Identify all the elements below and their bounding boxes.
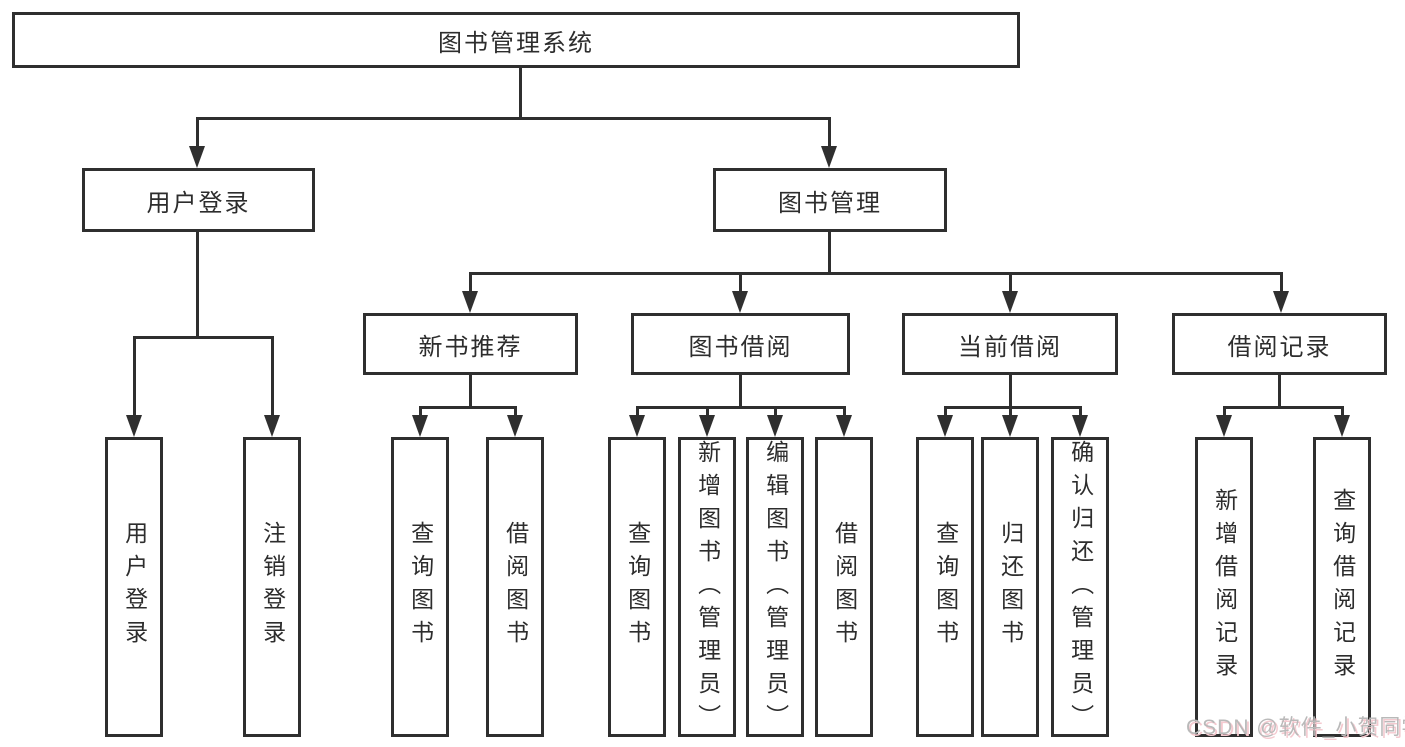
node-new-book-recommend: 新书推荐: [363, 313, 578, 375]
connector-line: [636, 406, 639, 418]
node-borrow-record: 借阅记录: [1172, 313, 1387, 375]
connector-line: [196, 232, 199, 336]
connector-line: [1341, 406, 1344, 418]
connector-line: [774, 406, 777, 418]
leaf-borrow-book: 借阅图书: [486, 437, 544, 737]
connector-line: [469, 375, 472, 406]
arrow-down-icon: [1273, 291, 1289, 313]
arrow-down-icon: [1216, 415, 1232, 437]
arrow-down-icon: [767, 415, 783, 437]
leaf-query-borrow-record: 查询借阅记录: [1313, 437, 1371, 737]
connector-line: [1079, 406, 1082, 418]
connector-line: [843, 406, 846, 418]
connector-line: [1009, 375, 1012, 406]
csdn-watermark: CSDN @软件_小贺同学: [1186, 716, 1405, 739]
connector-line: [469, 272, 1283, 275]
connector-line: [133, 336, 136, 417]
connector-line: [636, 406, 846, 409]
arrow-down-icon: [1002, 291, 1018, 313]
leaf-user-login: 用户登录: [105, 437, 163, 737]
node-current-borrow: 当前借阅: [902, 313, 1118, 375]
arrow-down-icon: [126, 415, 142, 437]
arrow-down-icon: [732, 291, 748, 313]
connector-line: [1009, 272, 1012, 292]
arrow-down-icon: [264, 415, 280, 437]
leaf-borrow-book: 借阅图书: [815, 437, 873, 737]
node-book-management: 图书管理: [713, 168, 947, 232]
connector-line: [828, 117, 831, 148]
connector-line: [706, 406, 709, 418]
connector-line: [133, 336, 274, 339]
leaf-add-borrow-record: 新增借阅记录: [1195, 437, 1253, 737]
connector-line: [1009, 406, 1012, 418]
arrow-down-icon: [507, 415, 523, 437]
connector-line: [514, 406, 517, 418]
connector-line: [1280, 272, 1283, 292]
arrow-down-icon: [937, 415, 953, 437]
node-user-login: 用户登录: [82, 168, 315, 232]
connector-line: [419, 406, 517, 409]
leaf-logout: 注销登录: [243, 437, 301, 737]
node-root-system: 图书管理系统: [12, 12, 1020, 68]
connector-line: [944, 406, 947, 418]
arrow-down-icon: [412, 415, 428, 437]
connector-line: [469, 272, 472, 292]
connector-line: [739, 375, 742, 406]
arrow-down-icon: [462, 291, 478, 313]
arrow-down-icon: [821, 146, 837, 168]
arrow-down-icon: [189, 146, 205, 168]
connector-line: [944, 406, 1082, 409]
connector-line: [828, 232, 831, 272]
connector-line: [519, 68, 522, 117]
leaf-query-book: 查询图书: [608, 437, 666, 737]
connector-line: [419, 406, 422, 418]
leaf-query-book: 查询图书: [391, 437, 449, 737]
arrow-down-icon: [1002, 415, 1018, 437]
connector-line: [1223, 406, 1226, 418]
leaf-confirm-return-admin: 确认归还（管理员）: [1051, 437, 1109, 737]
arrow-down-icon: [1334, 415, 1350, 437]
connector-line: [196, 117, 199, 148]
node-book-borrow: 图书借阅: [631, 313, 850, 375]
arrow-down-icon: [699, 415, 715, 437]
arrow-down-icon: [836, 415, 852, 437]
leaf-return-book: 归还图书: [981, 437, 1039, 737]
connector-line: [739, 272, 742, 292]
arrow-down-icon: [1072, 415, 1088, 437]
connector-line: [1278, 375, 1281, 406]
connector-line: [271, 336, 274, 417]
leaf-add-book-admin: 新增图书（管理员）: [678, 437, 736, 737]
leaf-edit-book-admin: 编辑图书（管理员）: [746, 437, 804, 737]
connector-line: [1223, 406, 1344, 409]
arrow-down-icon: [629, 415, 645, 437]
leaf-query-book: 查询图书: [916, 437, 974, 737]
connector-line: [196, 117, 831, 120]
